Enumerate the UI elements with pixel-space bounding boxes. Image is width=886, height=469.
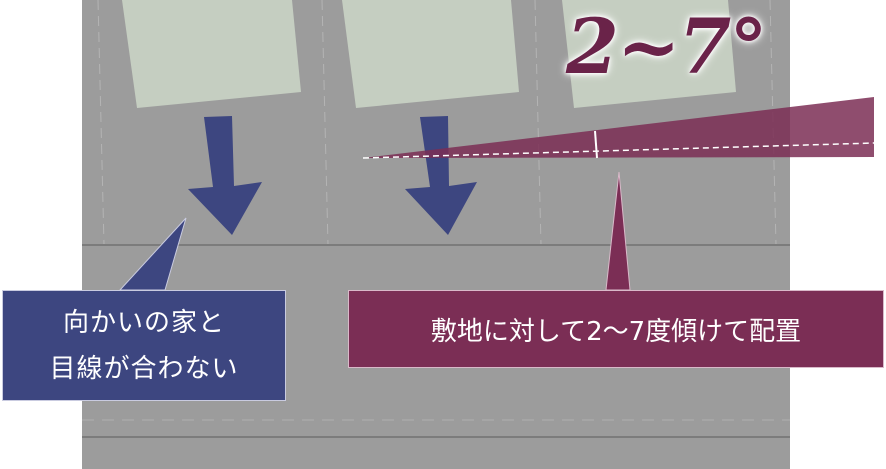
callout-right-text: 敷地に対して2～7度傾けて配置: [430, 316, 802, 347]
callout-angled-placement: 敷地に対して2～7度傾けて配置: [348, 290, 884, 368]
angle-arc-mark: [594, 130, 598, 159]
house-3: [562, 0, 736, 108]
angle-wedge: [363, 97, 874, 158]
lot-boundaries: [97, 0, 777, 246]
arrow-down-icon: [188, 116, 262, 235]
angle-badge: 2~7°: [566, 2, 767, 91]
house-1: [122, 0, 301, 108]
callout-no-eye-contact: 向かいの家と 目線が合わない: [2, 290, 286, 401]
arrow-down-icon: [405, 116, 477, 235]
angle-baseline: [362, 142, 875, 159]
callout-left-line1: 向かいの家と: [62, 307, 225, 338]
road-lines: [82, 244, 790, 438]
callout-left-line2: 目線が合わない: [49, 353, 239, 384]
house-2: [342, 0, 519, 108]
